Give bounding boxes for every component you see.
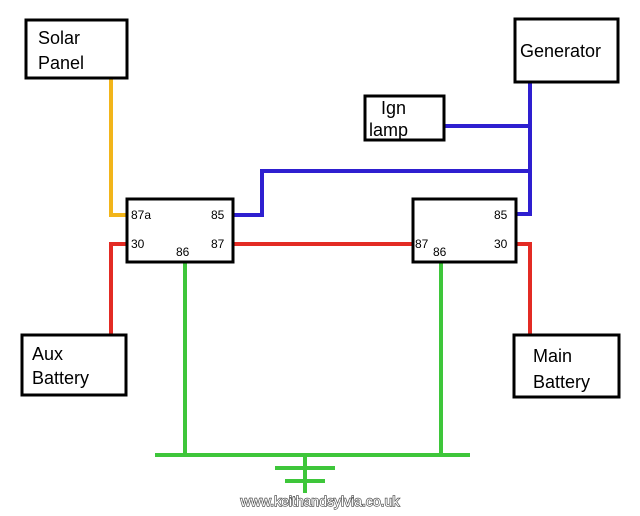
relay-left-pin-86: 86 xyxy=(176,245,190,259)
aux-battery-box: Aux Battery xyxy=(20,333,128,397)
relay-control-wire xyxy=(233,169,530,217)
ign-lamp-label-line2: lamp xyxy=(369,120,408,140)
relay-left-pin-30: 30 xyxy=(131,237,145,251)
relay-right-pin-87: 87 xyxy=(415,237,429,251)
relay-right-pin-85: 85 xyxy=(494,208,508,222)
solar-wire xyxy=(109,78,127,217)
ign-lamp-label-line1: Ign xyxy=(381,98,406,118)
main-battery-wire xyxy=(516,242,532,335)
aux-battery-label-line1: Aux xyxy=(32,344,63,364)
solar-panel-box: Solar Panel xyxy=(24,18,129,80)
watermark-text: www.keithandsylvia.co.uk xyxy=(240,493,401,509)
relay-right-pin-30: 30 xyxy=(494,237,508,251)
solar-panel-label-line2: Panel xyxy=(38,53,84,73)
relay-left: 87a 85 30 86 87 xyxy=(125,197,235,264)
relay-left-pin-85: 85 xyxy=(211,208,225,222)
relay-right: 85 87 86 30 xyxy=(411,197,518,264)
generator-box: Generator xyxy=(513,17,620,84)
main-battery-box: Main Battery xyxy=(512,333,621,399)
relay-left-pin-87a: 87a xyxy=(131,208,151,222)
solar-panel-label-line1: Solar xyxy=(38,28,80,48)
aux-battery-label-line2: Battery xyxy=(32,368,89,388)
main-battery-label-line1: Main xyxy=(533,346,572,366)
relay-left-pin-87: 87 xyxy=(211,237,225,251)
ign-lamp-box: Ign lamp xyxy=(363,94,446,142)
generator-label: Generator xyxy=(520,41,601,61)
main-battery-label-line2: Battery xyxy=(533,372,590,392)
relay-right-pin-86: 86 xyxy=(433,245,447,259)
aux-battery-wire xyxy=(109,242,127,335)
generator-wire xyxy=(516,82,532,216)
